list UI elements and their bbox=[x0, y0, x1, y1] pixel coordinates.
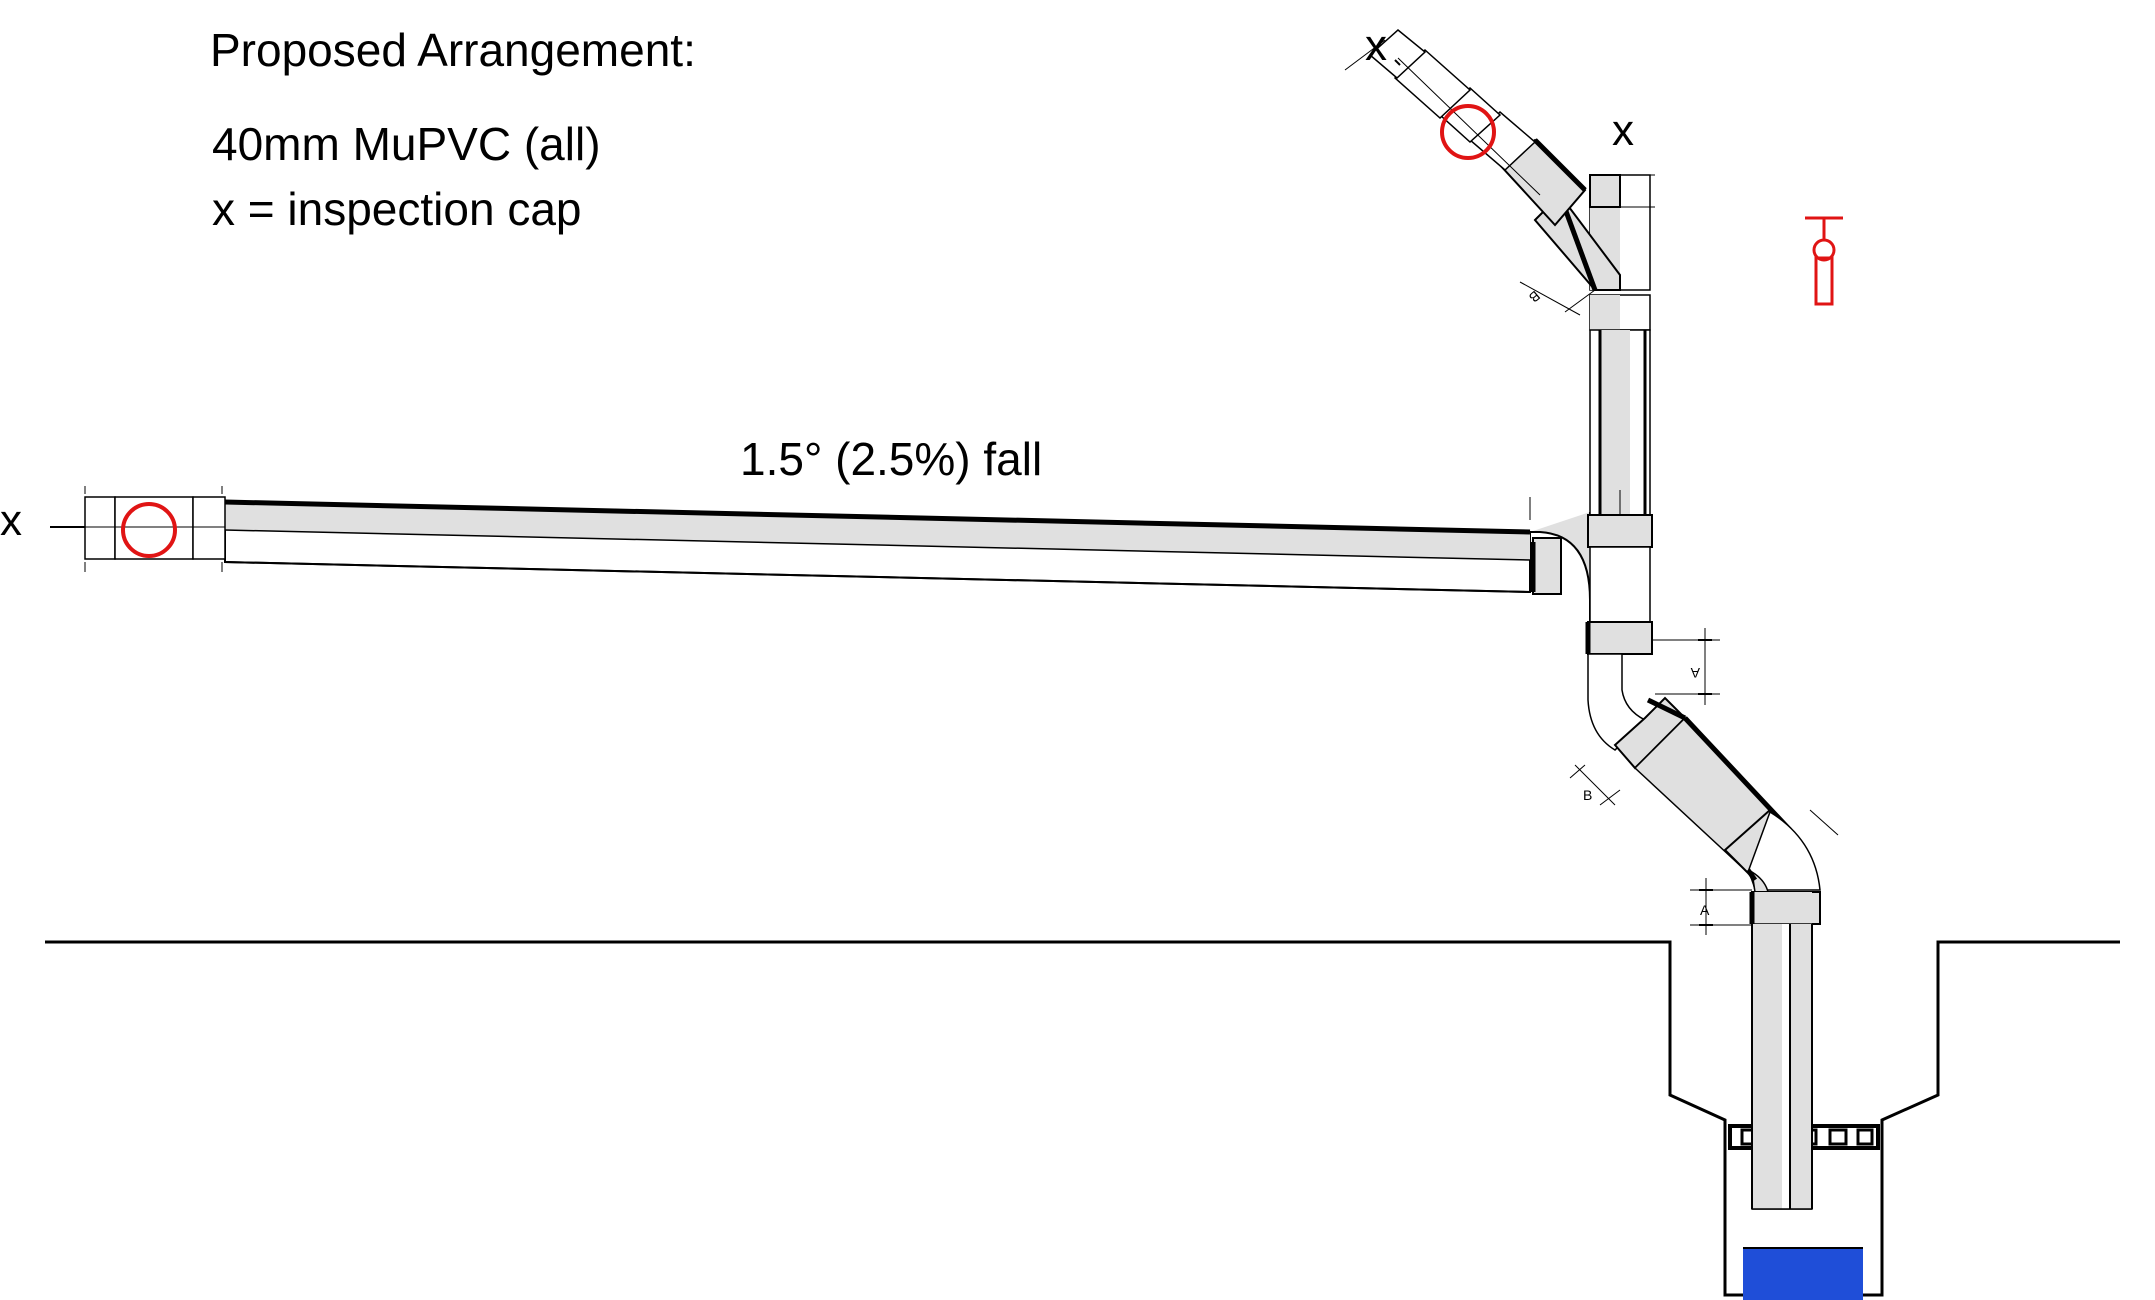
inspection-cap-circle bbox=[1440, 104, 1496, 160]
left-cap-marker: x bbox=[0, 496, 22, 545]
horizontal-pipe bbox=[224, 499, 1531, 594]
legend-note: x = inspection cap bbox=[212, 183, 582, 235]
fall-label: 1.5° (2.5%) fall bbox=[740, 433, 1042, 485]
top-cap-marker: x bbox=[1365, 21, 1387, 70]
trap-water bbox=[1743, 1248, 1863, 1300]
left-inspection-cap-assembly bbox=[50, 486, 226, 572]
upper-branch bbox=[1344, 29, 1621, 316]
dimension-a-lower-marker bbox=[1690, 878, 1752, 935]
dimension-b-upper: B bbox=[1526, 288, 1543, 306]
dimension-a-upper-marker bbox=[1652, 628, 1720, 705]
material-note: 40mm MuPVC (all) bbox=[212, 118, 601, 170]
dimension-a-lower: A bbox=[1700, 902, 1710, 918]
lower-offset bbox=[1569, 653, 1839, 925]
tap-valve-icon bbox=[1805, 216, 1843, 306]
diagram-title: Proposed Arrangement: bbox=[210, 24, 696, 76]
branch-cap-marker: x bbox=[1612, 106, 1634, 155]
tail-pipe bbox=[1751, 923, 1813, 1210]
dimension-a-upper: A bbox=[1690, 665, 1700, 681]
dimension-b-lower: B bbox=[1583, 787, 1592, 803]
vertical-stack bbox=[1585, 174, 1655, 655]
inspection-cap-circle bbox=[121, 502, 177, 558]
